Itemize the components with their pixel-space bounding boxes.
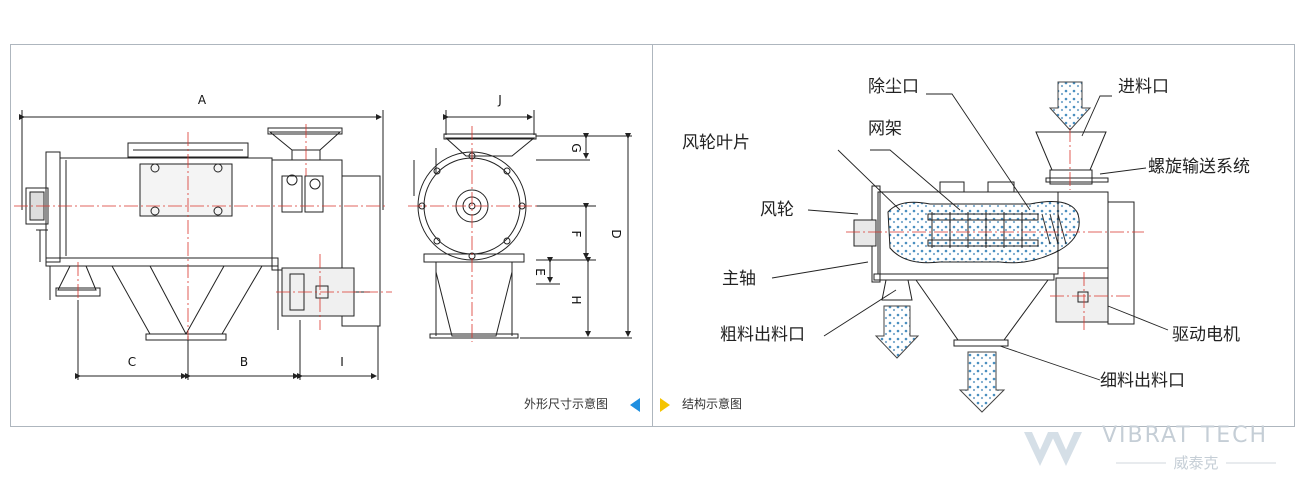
dim-label-f: F: [569, 231, 583, 238]
label-fine-outlet: 细料出料口: [1100, 371, 1185, 391]
front-view-centerlines: [408, 126, 540, 342]
brand-logo-icon: [1024, 432, 1082, 466]
label-fan-wheel: 风轮: [760, 200, 794, 220]
label-screen-frame: 网架: [868, 119, 902, 139]
dim-label-b: B: [240, 355, 248, 369]
dim-label-c: C: [128, 355, 136, 369]
dim-label-i: I: [340, 355, 344, 369]
dim-label-a: A: [198, 93, 207, 107]
arrow-left-blue-icon: [630, 398, 640, 412]
caption-outline: 外形尺寸示意图: [524, 396, 608, 411]
label-main-shaft: 主轴: [722, 269, 756, 289]
brand-chinese: 威泰克: [1173, 454, 1218, 472]
dim-label-j: J: [497, 93, 502, 107]
label-dust-outlet: 除尘口: [868, 77, 919, 97]
coarse-flow-arrow: [874, 305, 920, 359]
panel-divider: [652, 44, 653, 427]
brand-name: VIBRAT TECH: [1102, 423, 1268, 448]
dim-label-d: D: [609, 229, 623, 238]
caption-structure: 结构示意图: [682, 396, 742, 411]
label-coarse-outlet: 粗料出料口: [720, 325, 805, 345]
dim-label-e: E: [533, 268, 547, 276]
label-drive-motor: 驱动电机: [1172, 325, 1240, 345]
arrow-right-yellow-icon: [660, 398, 670, 412]
front-view-drawing: [413, 110, 632, 339]
fine-flow-arrow: [958, 351, 1006, 413]
label-screw-conveyor: 螺旋输送系统: [1148, 157, 1250, 177]
leader-lines: [771, 93, 1169, 381]
dim-label-h: H: [569, 295, 583, 304]
dim-label-g: G: [569, 143, 583, 152]
side-view-drawing: [19, 110, 384, 380]
structure-view-drawing: [853, 131, 1135, 347]
side-view-centerlines: [14, 124, 392, 340]
structure-view-centerlines: [846, 128, 1144, 330]
label-feed-inlet: 进料口: [1118, 77, 1169, 97]
feed-flow-arrow: [1048, 81, 1092, 131]
label-fan-blade: 风轮叶片: [682, 133, 750, 153]
